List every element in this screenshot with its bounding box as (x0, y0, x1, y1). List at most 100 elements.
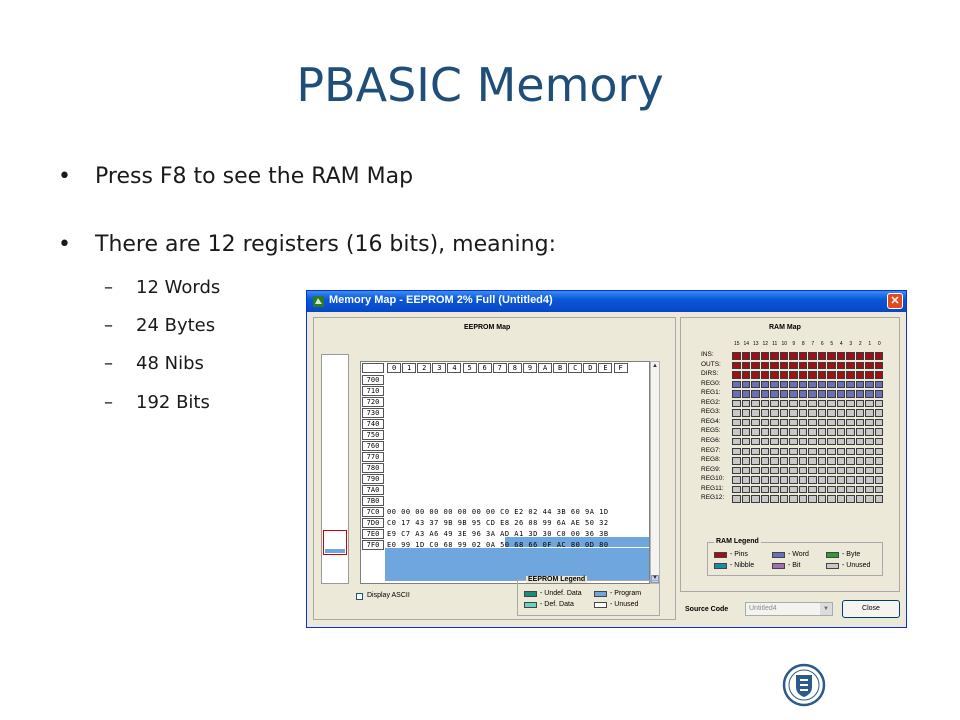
ram-bit-cell (779, 399, 788, 408)
legend-swatch-byte (826, 552, 839, 558)
register-label: DIRS: (701, 370, 719, 378)
register-label: REG3: (701, 408, 721, 416)
ram-bit-cell (798, 457, 807, 465)
legend-label-unused: - Unused (842, 562, 871, 569)
grid-corner (362, 363, 384, 373)
ram-bit-cell (789, 447, 798, 456)
column-header: 5 (462, 363, 477, 373)
ram-bit-cell (741, 371, 750, 379)
ram-bit-cell (836, 390, 845, 398)
row-address: 720 (362, 397, 384, 407)
usage-meter-fill (325, 549, 345, 553)
row-address: 7B0 (362, 496, 384, 506)
ram-bit-cell (732, 428, 741, 436)
ram-bit-cell (770, 476, 779, 484)
ram-bit-cell (751, 428, 760, 436)
ram-bit-cell (789, 485, 798, 494)
legend-label-program: - Program (610, 590, 642, 597)
window-titlebar[interactable]: Memory Map - EEPROM 2% Full (Untitled4) … (307, 291, 906, 312)
ram-bit-cell (817, 371, 826, 379)
source-code-dropdown[interactable]: Untitled4 ▼ (745, 602, 833, 616)
ram-bit-cell (751, 371, 760, 379)
memory-map-window: Memory Map - EEPROM 2% Full (Untitled4) … (306, 290, 907, 628)
ram-bit-cell (798, 380, 807, 389)
column-header: D (583, 363, 598, 373)
ram-bit-cell (874, 418, 883, 427)
ram-bit-cell (741, 409, 750, 417)
scroll-up-icon[interactable]: ▲ (652, 363, 658, 369)
ram-bit-cell (741, 485, 750, 494)
ram-bit-cell (741, 447, 750, 456)
ram-bit-cell (836, 428, 845, 436)
column-header: 2 (417, 363, 432, 373)
window-close-icon[interactable]: ✕ (887, 293, 903, 309)
scroll-down-icon[interactable]: ▼ (652, 575, 658, 581)
ram-bit-cell (798, 361, 807, 370)
ram-bit-cell (732, 466, 741, 475)
ram-bit-cell (760, 361, 769, 370)
ram-bit-cell (817, 485, 826, 494)
ram-bit-cell (827, 457, 836, 465)
ram-bit-cell (836, 495, 845, 503)
row-address: 7E0 (362, 529, 384, 539)
ram-bit-cell (827, 390, 836, 398)
ram-bit-cell (827, 476, 836, 484)
ram-bit-cell (874, 361, 883, 370)
ram-bit-cell (760, 428, 769, 436)
ram-bit-cell (789, 361, 798, 370)
column-header: 4 (447, 363, 462, 373)
ram-bit-cell (865, 485, 874, 494)
ram-bit-cell (789, 495, 798, 503)
ram-bit-cell (741, 457, 750, 465)
ram-bit-cell (855, 371, 864, 379)
ram-bit-cell (741, 380, 750, 389)
eeprom-legend-title: EEPROM Legend (526, 576, 588, 583)
ram-bit-cell (817, 495, 826, 503)
eeprom-vertical-scrollbar[interactable]: ▲ ▼ (650, 361, 660, 584)
chevron-down-icon[interactable]: ▼ (820, 603, 832, 615)
ram-bit-cell (751, 457, 760, 465)
ram-bit-cell (760, 476, 769, 484)
ram-bit-cell (808, 428, 817, 436)
ram-bit-cell (741, 476, 750, 484)
ram-bit-cell (836, 457, 845, 465)
legend-label-def-data: - Def. Data (540, 601, 574, 608)
bit-number: 4 (839, 341, 843, 347)
ram-bit-cell (770, 399, 779, 408)
column-header: 9 (522, 363, 537, 373)
column-header: 7 (492, 363, 507, 373)
scroll-thumb[interactable] (651, 575, 659, 583)
ram-bit-cell (817, 418, 826, 427)
register-label: REG6: (701, 436, 721, 444)
hex-data-row: 00 00 00 00 00 00 00 00 C0 E2 02 44 3B 6… (387, 508, 609, 516)
legend-swatch-pins (714, 552, 727, 558)
ram-bit-cell (836, 371, 845, 379)
ram-bit-cell (741, 390, 750, 398)
ram-bit-cell (798, 399, 807, 408)
ram-bit-cell (779, 361, 788, 370)
bit-number: 9 (792, 341, 796, 347)
ram-bit-cell (865, 399, 874, 408)
ram-bit-cell (798, 418, 807, 427)
ram-bit-cell (751, 352, 760, 360)
ram-bit-cell (770, 352, 779, 360)
ram-bit-cell (770, 437, 779, 446)
ram-bit-cell (865, 447, 874, 456)
ram-bit-cell (836, 485, 845, 494)
ram-bit-cell (751, 380, 760, 389)
ram-bit-cell (836, 409, 845, 417)
ram-bit-cell (827, 495, 836, 503)
ram-bit-cell (855, 380, 864, 389)
ram-bit-cell (817, 428, 826, 436)
row-address: 790 (362, 474, 384, 484)
close-button[interactable]: Close (842, 600, 900, 618)
bullet-dot-icon: • (58, 232, 71, 257)
ram-bit-cell (751, 476, 760, 484)
display-ascii-checkbox[interactable] (356, 593, 363, 600)
ram-bit-cell (817, 409, 826, 417)
dash-icon: – (104, 315, 113, 336)
ram-bit-cell (751, 437, 760, 446)
